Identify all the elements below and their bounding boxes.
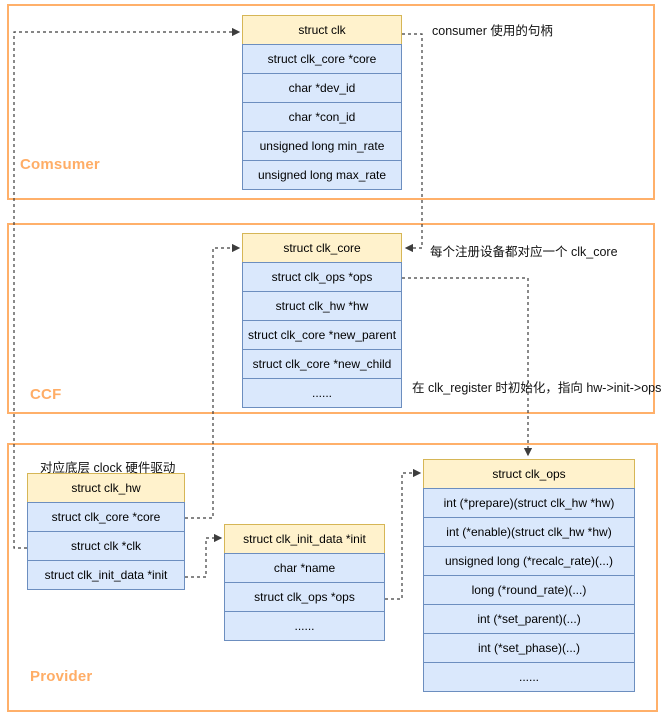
struct-clk-ops-field-round-rate: long (*round_rate)(...)	[423, 575, 635, 605]
provider-section-box	[7, 443, 658, 712]
struct-clk-init-data-title: struct clk_init_data *init	[224, 524, 385, 554]
struct-clk-ops-field-more: ......	[423, 662, 635, 692]
struct-clk-core-field-new-child: struct clk_core *new_child	[242, 349, 402, 379]
struct-clk-ops-field-enable: int (*enable)(struct clk_hw *hw)	[423, 517, 635, 547]
struct-clk-init-data-table: struct clk_init_data *init char *name st…	[224, 524, 385, 641]
struct-clk-hw-table: struct clk_hw struct clk_core *core stru…	[27, 473, 185, 590]
struct-clk-core-title: struct clk_core	[242, 233, 402, 263]
struct-clk-init-data-field-name: char *name	[224, 553, 385, 583]
struct-clk-ops-field-prepare: int (*prepare)(struct clk_hw *hw)	[423, 488, 635, 518]
struct-clk-core-field-ops: struct clk_ops *ops	[242, 262, 402, 292]
consumer-section-label: Comsumer	[20, 156, 100, 173]
struct-clk-hw-field-init: struct clk_init_data *init	[27, 560, 185, 590]
struct-clk-ops-field-recalc-rate: unsigned long (*recalc_rate)(...)	[423, 546, 635, 576]
struct-clk-table: struct clk struct clk_core *core char *d…	[242, 15, 402, 190]
struct-clk-ops-table: struct clk_ops int (*prepare)(struct clk…	[423, 459, 635, 692]
provider-section-label: Provider	[30, 668, 93, 685]
clk-core-note: 每个注册设备都对应一个 clk_core	[430, 245, 618, 259]
struct-clk-title: struct clk	[242, 15, 402, 45]
consumer-section-box	[7, 4, 655, 200]
struct-clk-field-max-rate: unsigned long max_rate	[242, 160, 402, 190]
struct-clk-field-core: struct clk_core *core	[242, 44, 402, 74]
struct-clk-core-field-hw: struct clk_hw *hw	[242, 291, 402, 321]
struct-clk-hw-field-clk: struct clk *clk	[27, 531, 185, 561]
struct-clk-core-field-more: ......	[242, 378, 402, 408]
consumer-handle-note: consumer 使用的句柄	[432, 24, 553, 38]
struct-clk-hw-field-core: struct clk_core *core	[27, 502, 185, 532]
ccf-section-label: CCF	[30, 386, 62, 403]
struct-clk-ops-field-set-phase: int (*set_phase)(...)	[423, 633, 635, 663]
struct-clk-field-min-rate: unsigned long min_rate	[242, 131, 402, 161]
struct-clk-field-dev-id: char *dev_id	[242, 73, 402, 103]
struct-clk-core-field-new-parent: struct clk_core *new_parent	[242, 320, 402, 350]
struct-clk-ops-field-set-parent: int (*set_parent)(...)	[423, 604, 635, 634]
hw-driver-note: 对应底层 clock 硬件驱动	[40, 461, 176, 475]
struct-clk-core-table: struct clk_core struct clk_ops *ops stru…	[242, 233, 402, 408]
ccf-section-box	[7, 223, 655, 414]
ops-init-note: 在 clk_register 时初始化，指向 hw->init->ops	[412, 381, 662, 395]
struct-clk-init-data-field-ops: struct clk_ops *ops	[224, 582, 385, 612]
struct-clk-ops-title: struct clk_ops	[423, 459, 635, 489]
struct-clk-field-con-id: char *con_id	[242, 102, 402, 132]
struct-clk-hw-title: struct clk_hw	[27, 473, 185, 503]
struct-clk-init-data-field-more: ......	[224, 611, 385, 641]
